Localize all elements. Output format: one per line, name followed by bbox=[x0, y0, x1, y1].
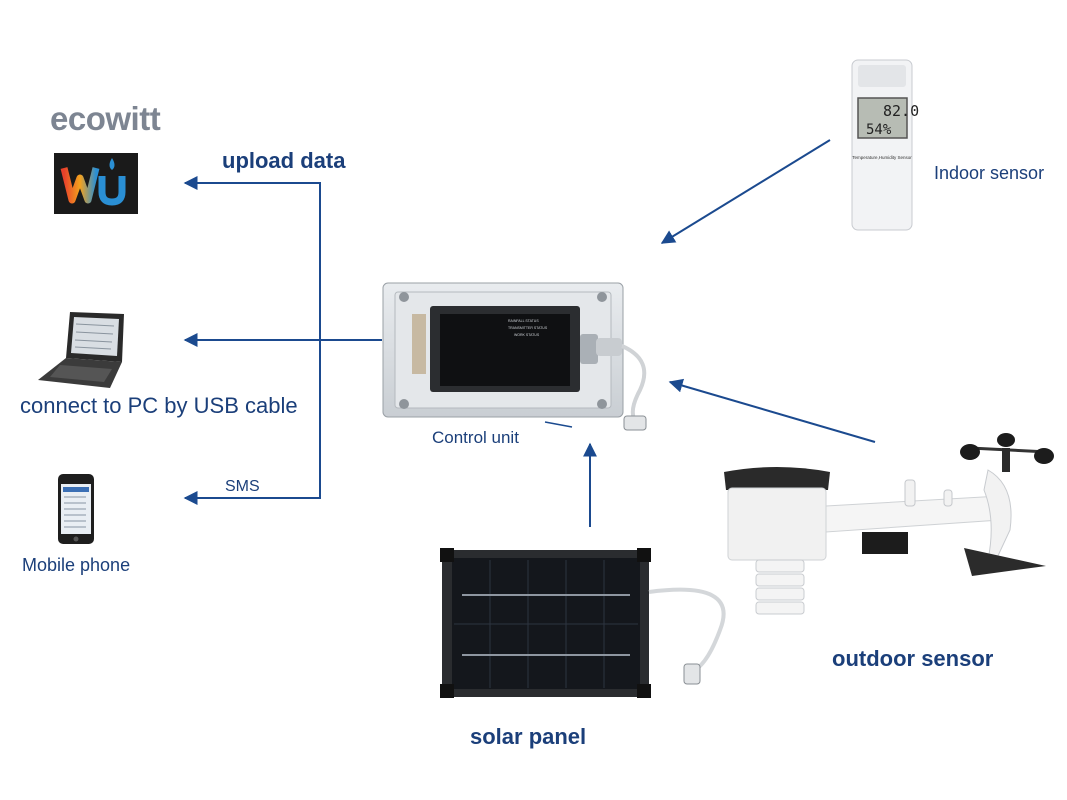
control-status-line-3: WORK STATUS bbox=[514, 333, 540, 337]
upload-arrow bbox=[183, 176, 321, 340]
control-unit-pointer bbox=[544, 421, 573, 428]
control-status-line-2: TRANSMITTER STATUS bbox=[508, 326, 548, 330]
usb-connection-label: connect to PC by USB cable bbox=[20, 393, 298, 418]
upload-data-label: upload data bbox=[222, 148, 346, 173]
outdoor-sensor-label: outdoor sensor bbox=[832, 646, 994, 671]
indoor-humidity-readout: 54% bbox=[866, 122, 892, 138]
wu-logo-icon bbox=[54, 153, 138, 214]
connector-lines bbox=[183, 139, 876, 527]
control-status-line-1: RAINFALL STATUS bbox=[508, 319, 539, 323]
laptop-icon bbox=[38, 312, 124, 388]
indoor-temp-readout: 82.0 bbox=[883, 102, 919, 120]
control-unit-label: Control unit bbox=[432, 428, 519, 447]
sms-label: SMS bbox=[225, 478, 260, 495]
mobile-phone-icon bbox=[58, 474, 94, 544]
sms-arrow bbox=[183, 340, 321, 505]
outdoor-to-control-arrow bbox=[668, 378, 876, 443]
indoor-sensor-label: Indoor sensor bbox=[934, 163, 1045, 183]
indoor-to-control-arrow bbox=[660, 139, 831, 244]
control-unit-icon: RAINFALL STATUS TRANSMITTER STATUS WORK … bbox=[382, 282, 647, 431]
ecowitt-logo-text: ecowitt bbox=[50, 100, 161, 137]
indoor-sensor-caption: Temperature,Humidity Sensor bbox=[852, 155, 912, 160]
solar-panel-icon bbox=[440, 548, 726, 698]
outdoor-sensor-icon bbox=[724, 433, 1054, 615]
solar-panel-label: solar panel bbox=[470, 724, 587, 749]
mobile-phone-label: Mobile phone bbox=[22, 555, 131, 575]
indoor-sensor-icon: 82.0 54% Temperature,Humidity Sensor bbox=[851, 59, 919, 231]
